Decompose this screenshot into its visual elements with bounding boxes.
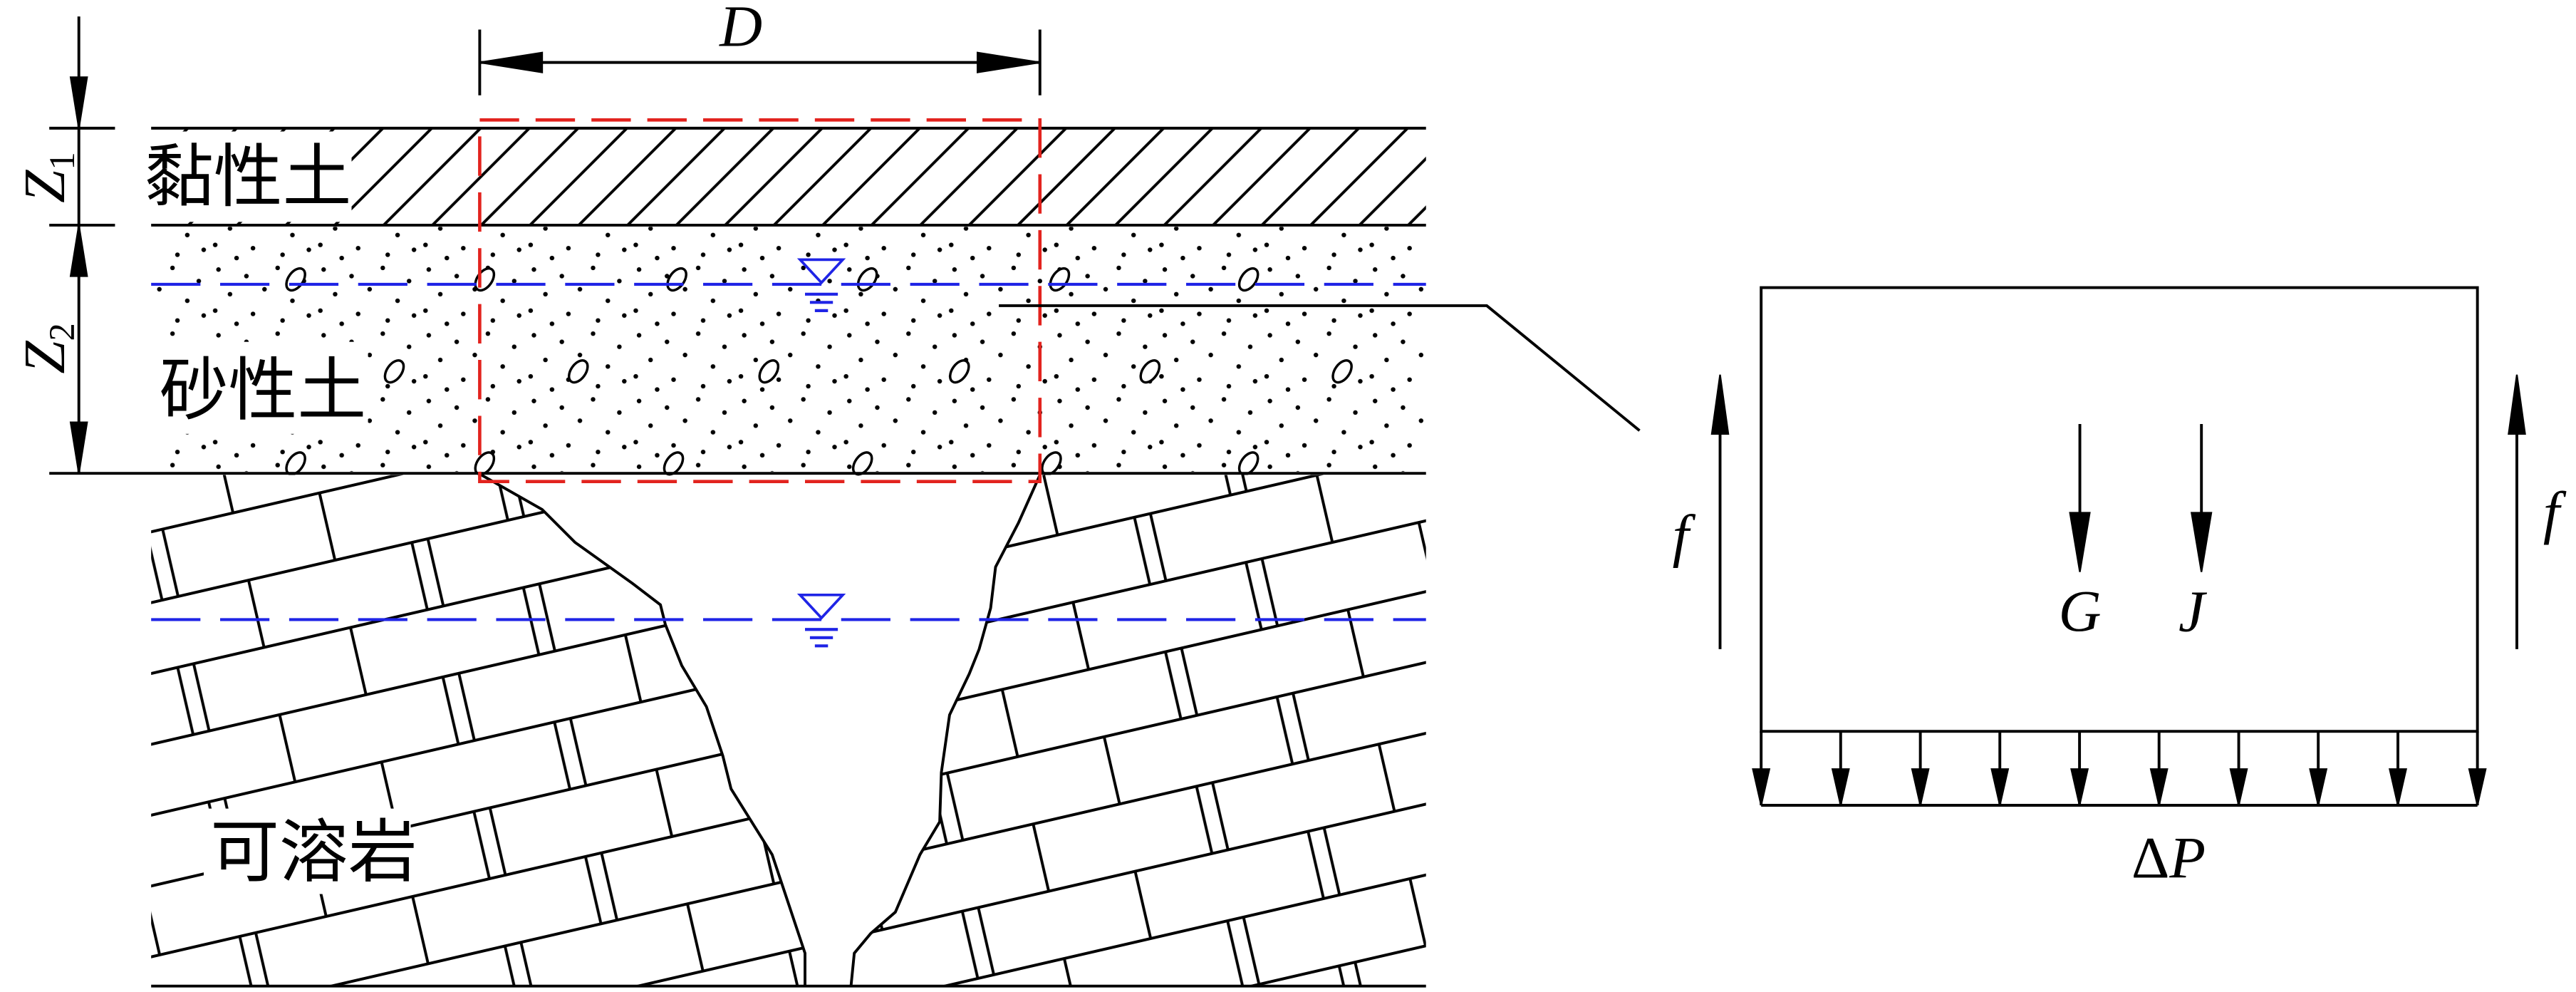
z1-subscript: 1 [42, 152, 82, 170]
z2-subscript: 2 [42, 323, 82, 341]
pebble [948, 359, 970, 384]
pressure-arrowhead [2229, 768, 2248, 806]
pressure-arrowhead [2309, 768, 2328, 806]
cavity-edge-right [849, 474, 1042, 986]
pressure-label: ΔP [2131, 825, 2206, 890]
right-force-arrowhead [2508, 374, 2526, 435]
water-level-icon [796, 258, 846, 312]
z2-symbol: Z [11, 341, 77, 374]
width-dimension: D [478, 0, 1042, 95]
z1-label: Z1 [11, 152, 82, 203]
arrowhead-down [69, 76, 88, 129]
right-force-label: f [2543, 480, 2567, 545]
pressure-arrowhead [1990, 768, 2010, 806]
left-force-arrowhead [1710, 374, 1730, 435]
soil-profile: 黏性土 砂性土 可溶岩 D Z1 Z2 [11, 0, 1641, 988]
arrowhead-up [69, 224, 88, 277]
pressure-arrowhead [1831, 768, 1850, 806]
pressure-arrowhead [2468, 768, 2487, 806]
z1-symbol: Z [11, 170, 77, 203]
pressure-label-symbol: P [2169, 825, 2206, 890]
rock-mass-right [851, 475, 1426, 986]
water-level-triangle [796, 593, 846, 620]
pressure-label-prefix: Δ [2131, 825, 2169, 890]
j-force-label: J [2178, 579, 2208, 644]
water-level-icon [796, 593, 846, 648]
collapse-zone-boundary [478, 118, 1042, 484]
soil-block [1760, 286, 2479, 733]
width-label: D [719, 0, 762, 59]
pressure-arrowhead [1752, 768, 1771, 806]
pressure-arrows [1752, 731, 2487, 806]
pebble [758, 359, 780, 384]
pebble [383, 359, 405, 384]
pressure-arrowhead [2149, 768, 2169, 806]
pebble [567, 359, 589, 384]
pebble [1331, 359, 1353, 384]
leader-line [999, 304, 1641, 432]
force-diagram: ΔP f f G J [1673, 286, 2567, 890]
rock-label-background [203, 808, 411, 894]
g-force-arrowhead [2069, 512, 2091, 572]
pebble [1237, 267, 1260, 292]
clay-layer [151, 128, 1426, 225]
cavity-edge-left [480, 473, 806, 986]
pressure-arrowhead [2070, 768, 2089, 806]
arrowhead-left [479, 51, 544, 73]
left-force-label: f [1673, 502, 1696, 568]
clay-layer-label: 黏性土 [145, 136, 352, 217]
rock-layer-label: 可溶岩 [210, 812, 417, 892]
arrowhead-down [69, 421, 88, 474]
g-force-label: G [2059, 579, 2102, 644]
pebble [1139, 359, 1161, 384]
sand-label-background [154, 341, 368, 434]
clay-label-background [141, 131, 352, 222]
sand-layer-label: 砂性土 [160, 350, 367, 430]
rock-mass-left [151, 475, 805, 986]
pressure-arrowhead [2389, 768, 2407, 806]
arrowhead-right [976, 51, 1040, 73]
thickness-dimension: Z1 Z2 [11, 16, 115, 474]
pressure-arrowhead [1911, 768, 1930, 806]
j-force-arrowhead [2191, 512, 2213, 572]
water-level-triangle [796, 258, 846, 285]
z2-label: Z2 [11, 323, 82, 374]
